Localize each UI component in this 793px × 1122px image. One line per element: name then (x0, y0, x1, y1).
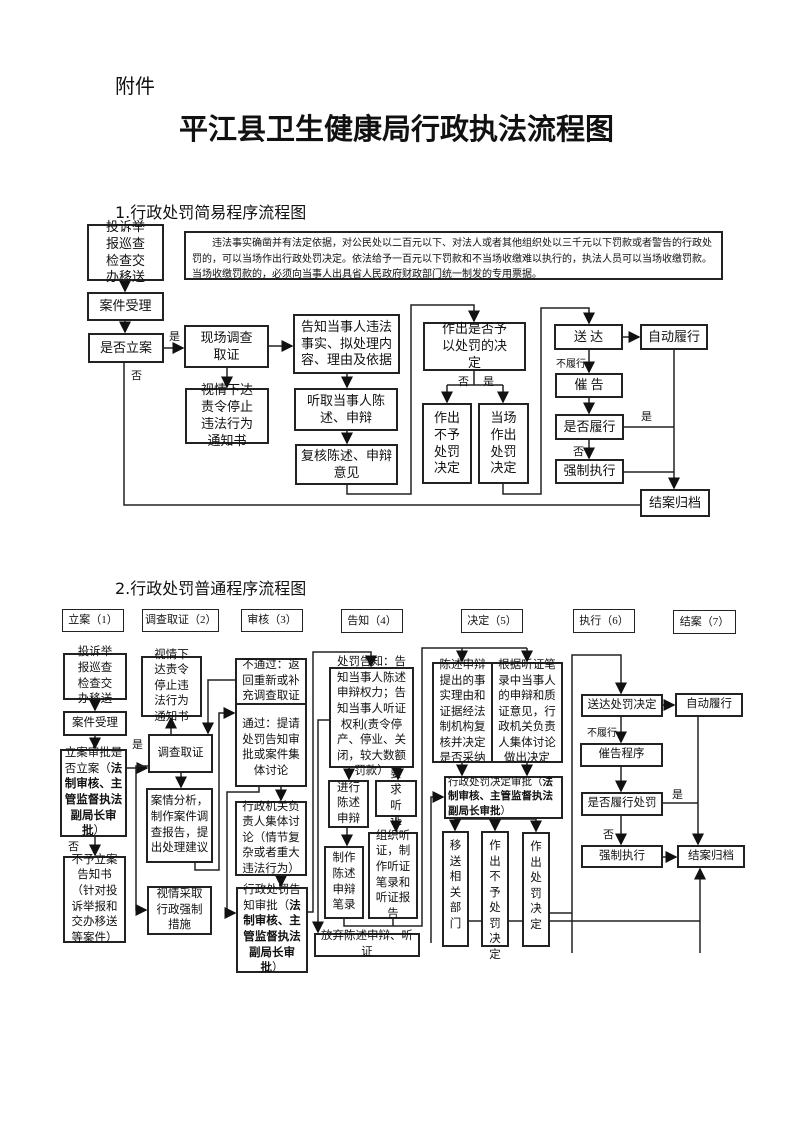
close-box: 结案归档 (677, 845, 745, 868)
label-no: 否 (131, 370, 142, 382)
section1-title: 1.行政处罚简易程序流程图 (115, 203, 307, 222)
analysis-box: 案情分析，制作案件调查报告，提出处理建议 (146, 788, 213, 863)
notice-approval-end: ） (272, 962, 284, 975)
label-no: 否 (603, 829, 614, 841)
label-not-fulfil: 不履行 (587, 728, 617, 739)
case-approval-box: 立案审批是否立案（法制审核、主管监督执法副局长审批） (60, 747, 127, 838)
stage-header: 执行（6） (573, 609, 635, 633)
complaint-box: 投诉举报巡查检查交办移送 (63, 646, 127, 705)
notice-approval-bold: 法制审核、主管监督执法副局长审批 (243, 899, 301, 975)
no-penalty-box: 作出不予处罚决定 (422, 403, 472, 484)
label-yes: 是 (641, 411, 652, 423)
request-hearing-box: 要求听证 (375, 768, 417, 827)
reject-box: 不通过：返回重新或补充调查取证 (235, 658, 307, 705)
stage-header: 审核（3） (241, 609, 303, 632)
label-yes: 是 (132, 739, 143, 751)
section2-title: 2.行政处罚普通程序流程图 (115, 579, 307, 598)
notice-approval-box: 行政处罚告知审批（法制审核、主管监督执法副局长审批） (236, 884, 308, 975)
hear-box: 听取当事人陈述、申辩 (294, 388, 398, 431)
pass-box: 通过：提请处罚告知审批或案件集体讨论 (235, 703, 307, 787)
accept-box: 案件受理 (63, 711, 127, 736)
deliver-box: 送达处罚决定 (581, 694, 663, 717)
statement-box: 进行陈述申辩 (328, 780, 369, 828)
coercive-measure-box: 视情采取行政强制措施 (147, 886, 212, 935)
label-yes: 是 (483, 376, 494, 388)
decision-approval-text: 行政处罚决定审批（ (448, 777, 543, 789)
urge-box: 催告程序 (580, 743, 663, 767)
enforce-box: 强制执行 (555, 459, 624, 484)
file-case-box: 是否立案 (88, 333, 164, 363)
inform-box: 告知当事人违法事实、拟处理内容、理由及依据 (293, 314, 400, 374)
label-no: 否 (68, 841, 79, 853)
label-yes: 是 (169, 331, 180, 343)
investigate-box: 调查取证 (148, 734, 213, 773)
not-file-notice-box: 不予立案告知书（针对投诉举报和交办移送等案件） (63, 854, 126, 944)
collective-discussion-box: 行政机关负责人集体讨论（情节复杂或者重大违法行为） (235, 801, 307, 876)
statement-record-box: 制作陈述申辩笔录 (324, 846, 364, 919)
no-penalty-box: 作出不予处罚决定 (481, 831, 509, 961)
label-not-fulfil: 不履行 (556, 359, 586, 370)
order-stop-box: 视情下达责令停止违法行为通知书 (185, 382, 269, 448)
decision-approval-bold: 法制审核、主管监督执法副局长审批 (448, 777, 553, 817)
notice-approval-text: 行政处罚告知审批（ (243, 884, 301, 912)
stage-header: 结案（7） (673, 610, 736, 634)
hearing-box: 组织听证，制作听证笔录和听证报告 (368, 830, 418, 920)
fulfilled-box: 是否履行处罚 (581, 792, 663, 816)
decision-approval-end: ） (500, 805, 512, 817)
per-hearing-box: 根据听证笔录中当事人的申辩和质证意见，行政机关负责人集体讨论做出决定 (491, 659, 563, 764)
attachment-label: 附件 (115, 76, 155, 98)
case-approval-text: 立案审批是否立案（ (64, 747, 123, 775)
note-box: 违法事实确凿并有法定依据，对公民处以二百元以下、对法人或者其他组织处以三千元以下… (184, 231, 723, 280)
fulfilled-box: 是否履行 (555, 414, 624, 440)
case-approval-bold: 法制审核、主管监督执法副局长审批 (64, 762, 123, 838)
penalty-decision-box: 作出处罚决定 (522, 832, 550, 947)
investigate-box: 现场调查取证 (184, 325, 269, 368)
penalty-notice-box: 处罚告知：告知当事人陈述申辩权力；告知当事人听证权利(责令停产、停业、关闭，较大… (329, 656, 414, 777)
enforce-box: 强制执行 (581, 845, 663, 868)
label-no: 否 (458, 376, 469, 388)
urge-box: 催 告 (555, 373, 623, 398)
waive-box: 放弃陈述申辩、听证 (314, 930, 420, 958)
complaint-box: 投诉举报巡查检查交办移送 (87, 219, 164, 284)
auto-fulfil-box: 自动履行 (640, 324, 708, 350)
stage-header: 立案（1） (62, 609, 124, 632)
onsite-box: 当场作出处罚决定 (478, 403, 529, 484)
case-approval-end: ） (93, 825, 106, 838)
auto-fulfil-box: 自动履行 (675, 693, 743, 717)
stage-header: 调查取证（2） (142, 609, 219, 632)
decide-box: 作出是否予以处罚的决定 (423, 321, 526, 371)
deliver-box: 送 达 (554, 324, 623, 350)
accept-box: 案件受理 (87, 292, 164, 321)
transfer-box: 移送相关部门 (442, 831, 469, 947)
order-stop-box: 视情下达责令停止违法行为通知书 (141, 649, 202, 723)
review-box: 复核陈述、申辩意见 (295, 444, 398, 485)
label-no: 否 (573, 446, 584, 458)
close-box: 结案归档 (640, 489, 710, 517)
page-title: 平江县卫生健康局行政执法流程图 (178, 112, 614, 146)
stage-header: 决定（5） (461, 609, 523, 633)
review-statement-box: 陈述申辩提出的事实理由和证据经法制机构复核并决定是否采纳 (432, 659, 493, 764)
decision-approval-box: 行政处罚决定审批（法制审核、主管监督执法副局长审批） (444, 776, 563, 819)
stage-header: 告知（4） (341, 609, 403, 633)
label-yes: 是 (672, 789, 683, 801)
